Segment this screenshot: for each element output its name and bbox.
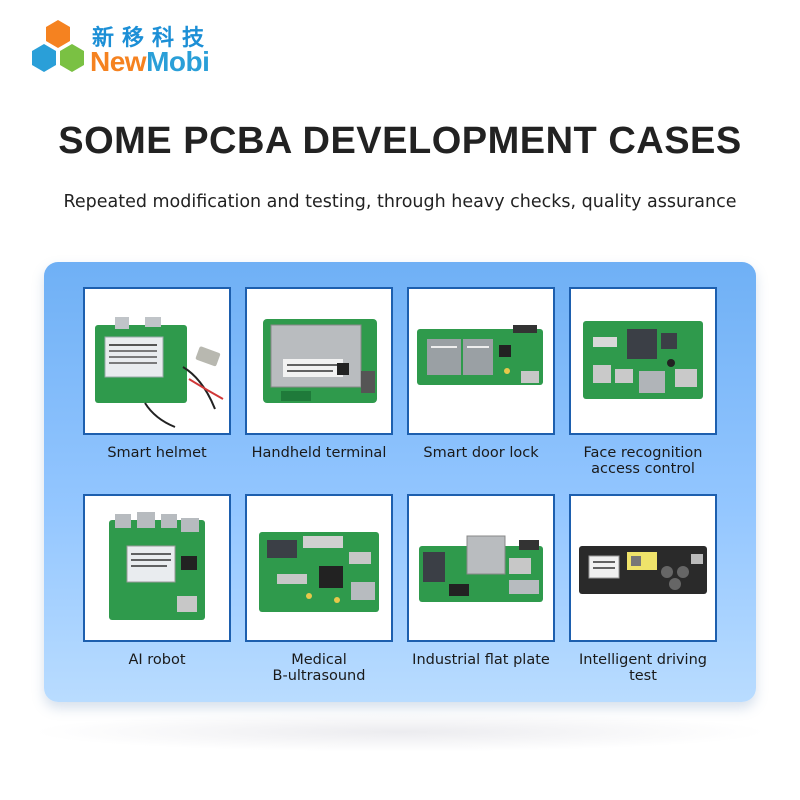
case-label: Smart helmet	[107, 445, 207, 461]
case-image-frame	[569, 287, 717, 435]
case-card-smart-door-lock: Smart door lock	[407, 287, 555, 461]
case-image-frame	[245, 287, 393, 435]
case-card-ai-robot: AI robot	[83, 494, 231, 668]
brand-name-part2: Mobi	[146, 46, 210, 77]
pcb-industrial-flat-plate-image	[419, 535, 543, 602]
pcb-handheld-terminal-image	[263, 319, 377, 403]
case-label-line1: Medical	[291, 652, 347, 668]
brand-name-chinese: 新移科技	[92, 26, 213, 51]
brand-logo: 新移科技 NewMobi	[28, 18, 248, 78]
pcb-smart-helmet-image	[95, 317, 224, 428]
brand-name-english: NewMobi	[90, 46, 210, 78]
pcb-medical-ultrasound-image	[259, 532, 379, 612]
case-label-line2: access control	[591, 461, 695, 477]
brand-name-part1: New	[90, 46, 147, 77]
pcb-driving-test-image	[579, 546, 707, 594]
pcb-smart-door-lock-image	[417, 325, 543, 385]
case-card-driving-test: Intelligent driving test	[569, 494, 717, 684]
pcb-face-recognition-image	[583, 321, 703, 399]
case-image-frame	[407, 494, 555, 642]
case-image-frame	[83, 494, 231, 642]
panel-shadow	[30, 712, 770, 752]
case-label-line1: Face recognition	[583, 445, 703, 461]
pcb-ai-robot-image	[109, 512, 205, 620]
case-card-industrial-flat-plate: Industrial flat plate	[407, 494, 555, 668]
case-image-frame	[569, 494, 717, 642]
page-subtitle: Repeated modification and testing, throu…	[63, 192, 737, 212]
case-label: AI robot	[128, 652, 186, 668]
case-label: Intelligent driving test	[579, 652, 707, 684]
hexagon-logo-icon	[32, 20, 84, 72]
case-image-frame	[407, 287, 555, 435]
case-card-handheld-terminal: Handheld terminal	[245, 287, 393, 461]
case-label: Handheld terminal	[251, 445, 387, 461]
case-label: Smart door lock	[423, 445, 539, 461]
case-card-smart-helmet: Smart helmet	[83, 287, 231, 461]
case-label-line2: B-ultrasound	[272, 668, 366, 684]
case-image-frame	[83, 287, 231, 435]
case-label: Industrial flat plate	[412, 652, 550, 668]
page-title: SOME PCBA DEVELOPMENT CASES	[58, 120, 742, 162]
case-image-frame	[245, 494, 393, 642]
